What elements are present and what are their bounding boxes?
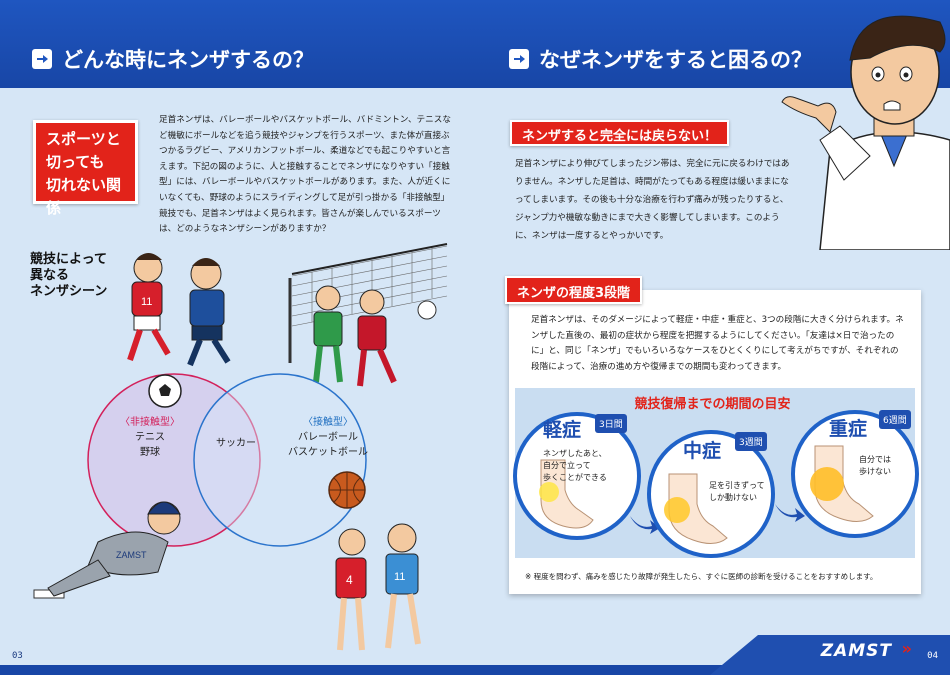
stage-moderate-circle bbox=[647, 430, 775, 558]
severity-paragraph: 足首ネンザは、そのダメージによって軽症・中症・重症と、3つの段階に大きく分けられ… bbox=[531, 315, 904, 372]
stage-desc-line: 歩くことができる bbox=[543, 473, 607, 482]
not-fully-recover-paragraph: 足首ネンザにより伸びてしまったジン帯は、完全に元に戻るわけではありません。ネンザ… bbox=[515, 159, 790, 241]
stage-desc-line: 足を引きずって bbox=[709, 481, 765, 490]
stage-period: 3週間 bbox=[735, 432, 767, 451]
stage-mild-circle bbox=[513, 412, 641, 540]
left-heading: どんな時にネンザするの？ bbox=[62, 48, 314, 72]
stage-name: 重症 bbox=[829, 418, 868, 440]
basketball-players-illustration: 4 11 bbox=[335, 523, 421, 651]
contact-sport: バレーボール bbox=[298, 432, 358, 443]
right-page: なぜネンザをすると困るの？ ネンザすると完全には戻らない！ 足首ネンザにより伸び… bbox=[475, 0, 950, 675]
tag-line: スポーツと bbox=[46, 130, 121, 148]
contact-group: 〈接触型〉 バレーボール バスケットボール bbox=[278, 415, 378, 460]
right-heading: なぜネンザをすると困るの？ bbox=[539, 48, 812, 72]
stage-desc: 自分では 歩けない bbox=[859, 454, 891, 478]
venn-diagram bbox=[87, 373, 367, 547]
stage-desc-line: 自分で立って bbox=[543, 461, 591, 470]
contact-sport: バスケットボール bbox=[288, 447, 368, 458]
soccer-players-illustration: 11 bbox=[127, 253, 231, 367]
scene-label-line: 競技によって bbox=[30, 252, 107, 267]
non-contact-group: 〈非接触型〉 テニス 野球 bbox=[112, 415, 188, 460]
non-contact-sport: テニス bbox=[135, 432, 165, 443]
soccer-ball-icon bbox=[148, 374, 182, 408]
non-contact-circle bbox=[87, 373, 261, 547]
stage-period: 6週間 bbox=[879, 410, 911, 429]
stage-period: 3日間 bbox=[595, 414, 627, 433]
chevron-right-icon: » bbox=[901, 639, 912, 658]
foot-mild-icon bbox=[539, 459, 594, 529]
right-page-number: 04 bbox=[927, 651, 938, 661]
stage-name: 中症 bbox=[683, 440, 722, 462]
intro-paragraph: 足首ネンザは、バレーボールやバスケットボール、バドミントン、テニスなど機敏にボー… bbox=[159, 115, 451, 235]
stage-desc-line: ネンザしたあと、 bbox=[543, 449, 607, 458]
non-contact-type-label: 〈非接触型〉 bbox=[120, 417, 180, 428]
scene-label: 競技によって 異なる ネンザシーン bbox=[30, 252, 125, 300]
contact-circle bbox=[193, 373, 367, 547]
left-page-number: 03 bbox=[12, 651, 23, 661]
svg-text:ZAMST: ZAMST bbox=[116, 550, 147, 560]
stage-severe-circle bbox=[791, 410, 919, 538]
foot-severe-icon bbox=[810, 445, 874, 522]
doctor-illustration bbox=[781, 15, 950, 250]
svg-text:4: 4 bbox=[346, 573, 353, 587]
subheading-not-fully-recover: ネンザすると完全には戻らない！ bbox=[510, 120, 730, 146]
foot-moderate-icon bbox=[664, 473, 728, 544]
stage-desc: ネンザしたあと、 自分で立って 歩くことができる bbox=[543, 448, 607, 484]
sports-relation-tag: スポーツと 切っても 切れない関係 bbox=[33, 120, 138, 217]
arrow-next-icon bbox=[630, 516, 660, 534]
basketball-icon bbox=[328, 471, 366, 509]
stage-desc-line: しか動けない bbox=[709, 493, 757, 502]
stage-desc-line: 自分では bbox=[859, 455, 891, 464]
left-footer-band bbox=[0, 665, 475, 675]
subheading-three-stages: ネンザの程度3段階 bbox=[505, 276, 643, 304]
arrow-right-icon bbox=[32, 49, 52, 69]
brand-band bbox=[710, 635, 950, 675]
baseball-player-illustration: ZAMST bbox=[33, 501, 181, 599]
arrow-next-icon bbox=[775, 504, 805, 522]
svg-text:11: 11 bbox=[141, 296, 152, 308]
left-section-title: どんな時にネンザするの？ bbox=[32, 44, 314, 74]
svg-text:11: 11 bbox=[394, 571, 405, 583]
scene-label-line: 異なる bbox=[30, 268, 70, 283]
zamst-logo: ZAMST bbox=[820, 641, 892, 661]
left-page: どんな時にネンザするの？ スポーツと 切っても 切れない関係 足首ネンザは、バレ… bbox=[0, 0, 475, 675]
right-section-title: なぜネンザをすると困るの？ bbox=[509, 44, 812, 74]
non-contact-sport: 野球 bbox=[140, 447, 160, 458]
contact-type-label: 〈接触型〉 bbox=[303, 417, 353, 428]
arrow-right-icon bbox=[509, 49, 529, 69]
overlap-sport: サッカー bbox=[216, 438, 256, 449]
medical-note: ※ 程度を問わず、痛みを感じたり故障が発生したら、すぐに医師の診断を受けることを… bbox=[525, 572, 878, 581]
volleyball-players-illustration bbox=[313, 285, 397, 387]
right-footer-band bbox=[475, 665, 950, 675]
recovery-title: 競技復帰までの期間の目安 bbox=[634, 397, 791, 412]
left-header-band bbox=[0, 0, 475, 88]
stage-desc-line: 歩けない bbox=[859, 467, 891, 476]
stage-name: 軽症 bbox=[543, 419, 582, 441]
tag-line: 切っても bbox=[46, 153, 105, 171]
stage-desc: 足を引きずって しか動けない bbox=[709, 480, 765, 504]
tag-line: 切れない関係 bbox=[46, 176, 122, 217]
scene-label-line: ネンザシーン bbox=[30, 284, 108, 299]
